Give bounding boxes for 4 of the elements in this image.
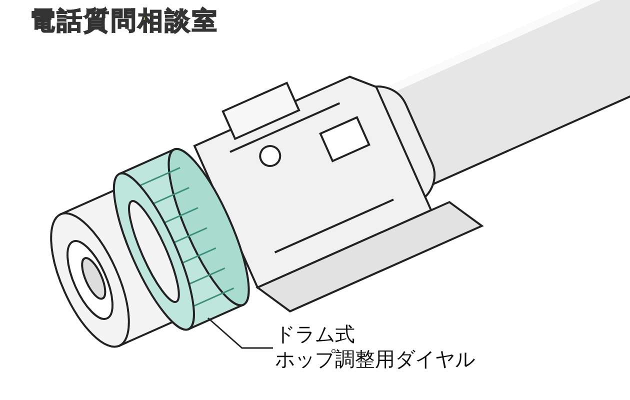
- leader-line: [208, 317, 273, 349]
- part-label: ドラム式ホップ調整用ダイヤル: [275, 322, 485, 372]
- title: 電話質問相談室: [30, 5, 219, 37]
- drum-dial: [112, 148, 250, 331]
